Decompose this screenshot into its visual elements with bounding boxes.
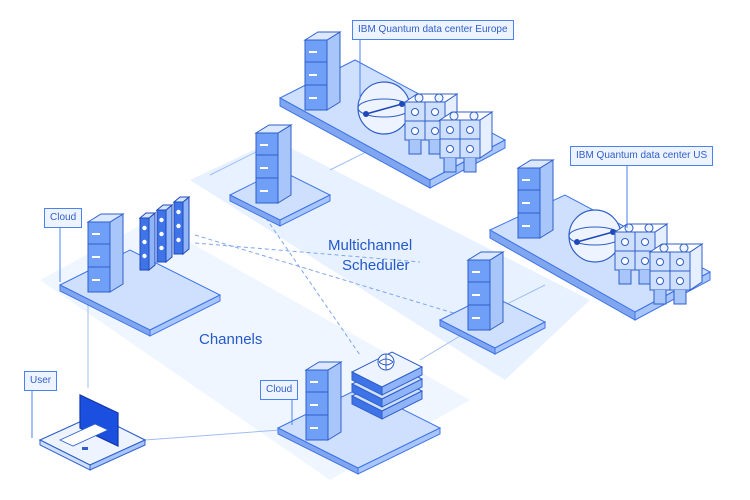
europe-data-center-label: IBM Quantum data center Europe [352,20,514,40]
scheduler-server-bottom [438,251,547,355]
us-data-center-label: IBM Quantum data center US [570,146,714,166]
scheduler-server-top [228,124,332,227]
cloud-bottom-label: Cloud [260,380,299,400]
europe-data-center [278,31,507,189]
channels-label: Channels [199,331,263,348]
us-data-center [488,159,712,321]
storage-stack [350,351,424,420]
user-label: User [24,371,58,391]
cloud-left-platform [58,196,222,337]
multichannel-label-line2: Scheduler [342,257,410,274]
connection-lines [87,139,546,441]
user-laptop [38,394,147,471]
cloud-bottom-platform [276,351,442,475]
multichannel-label-line1: Multichannel [328,237,413,254]
dashed-links [194,194,471,356]
cloud-left-label: Cloud [44,208,83,228]
